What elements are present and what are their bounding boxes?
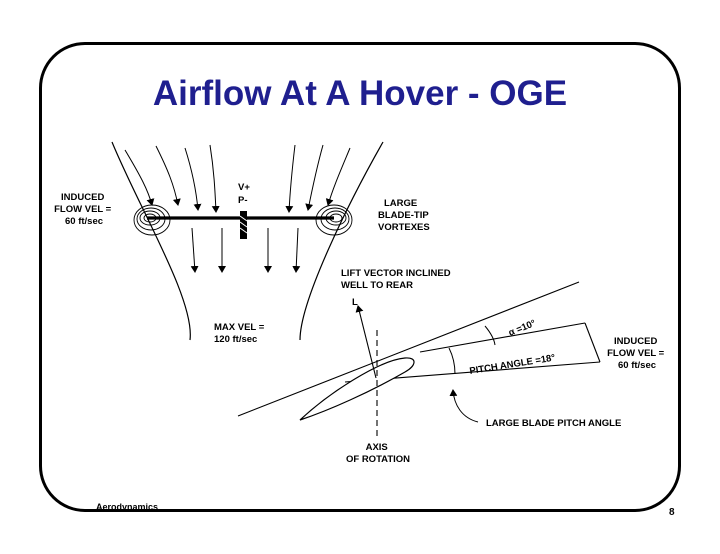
tip-vortex-left bbox=[133, 204, 171, 236]
induced-flow-label-rotor: INDUCED FLOW VEL = 60 ft/sec bbox=[54, 192, 114, 227]
max-vel-label: MAX VEL = 120 ft/sec bbox=[214, 322, 267, 345]
induced-flow-label-blade: INDUCED FLOW VEL = 60 ft/sec bbox=[607, 336, 667, 371]
streamtube-left bbox=[111, 141, 191, 341]
lift-vector bbox=[355, 305, 377, 379]
relative-wind-line bbox=[237, 281, 580, 417]
slide-frame bbox=[39, 42, 681, 512]
rotor-airflow-diagram: INDUCED FLOW VEL = 60 ft/sec V+ P- LARGE… bbox=[54, 141, 431, 345]
lift-symbol: L bbox=[352, 297, 358, 308]
induced-flow-vector bbox=[584, 322, 601, 363]
vortex-label: LARGE BLADE-TIP VORTEXES bbox=[378, 198, 431, 233]
outflow-arrows bbox=[190, 227, 301, 273]
airfoil-section bbox=[299, 357, 415, 421]
axis-label: AXIS OF ROTATION bbox=[346, 442, 410, 465]
pitch-angle-label: PITCH ANGLE =18° bbox=[469, 353, 556, 377]
alpha-arc bbox=[484, 325, 496, 346]
alpha-label: α =10° bbox=[507, 318, 538, 339]
lift-vector-label: LIFT VECTOR INCLINED WELL TO REAR bbox=[341, 268, 453, 291]
tip-vortex-right bbox=[315, 204, 353, 236]
p-minus-label: P- bbox=[238, 195, 248, 206]
pitch-angle-arc bbox=[448, 347, 456, 375]
slide-title: Airflow At A Hover - OGE bbox=[152, 74, 568, 113]
inflow-arrows bbox=[124, 144, 351, 213]
blade-pitch-label: LARGE BLADE PITCH ANGLE bbox=[486, 418, 621, 429]
v-plus-label: V+ bbox=[238, 182, 250, 193]
resultant-wind-line bbox=[419, 322, 586, 353]
streamtube-right bbox=[299, 141, 384, 341]
page-number: 8 bbox=[669, 507, 675, 518]
footer-course-label: Aerodynamics bbox=[96, 502, 159, 512]
blade-pitch-pointer bbox=[449, 389, 479, 423]
blade-angle-diagram: LIFT VECTOR INCLINED WELL TO REAR L α =1… bbox=[237, 268, 667, 465]
